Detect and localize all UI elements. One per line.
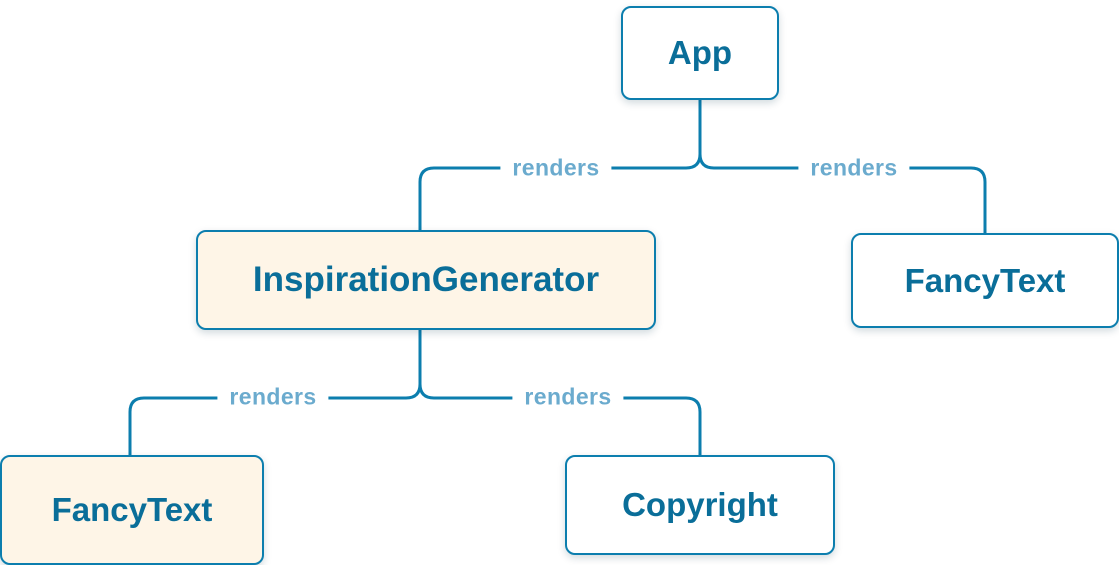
- node-copyright-label: Copyright: [622, 486, 778, 523]
- node-fancy-text-right: FancyText: [851, 233, 1119, 328]
- node-app: App: [621, 6, 779, 100]
- node-inspiration-generator-label: InspirationGenerator: [252, 260, 600, 299]
- edge-label-renders: renders: [500, 154, 612, 182]
- edge-label-renders: renders: [798, 154, 910, 182]
- node-fancy-text-left-label: FancyText: [51, 491, 213, 528]
- node-fancy-text-left: FancyText: [0, 455, 264, 565]
- node-copyright: Copyright: [565, 455, 835, 555]
- edge-label-renders: renders: [217, 383, 329, 411]
- node-inspiration-generator: InspirationGenerator: [196, 230, 656, 330]
- edge-label-renders: renders: [512, 383, 624, 411]
- node-app-label: App: [667, 34, 733, 71]
- node-fancy-text-right-label: FancyText: [904, 261, 1066, 299]
